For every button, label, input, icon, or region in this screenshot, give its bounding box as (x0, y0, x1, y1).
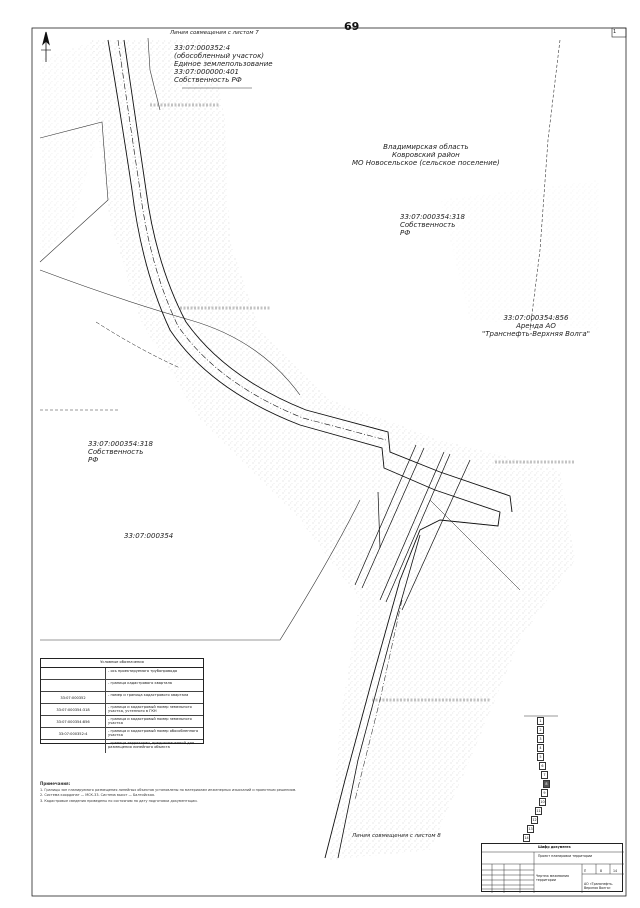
corner-box (611, 27, 627, 38)
legend-row: - ось проектируемого трубопровода (41, 668, 203, 680)
stamp-sheet: 8 (600, 869, 603, 873)
stamp-sheets: 14 (613, 869, 618, 873)
key-map-cell: 11 (535, 807, 542, 815)
key-map-cell: 3 (537, 735, 544, 743)
parcel-label-354-856: 33:07:000354:856 Аренда АО "Транснефть-В… (482, 314, 590, 338)
corner-mark: 1 (613, 29, 617, 35)
title-block-grid (482, 851, 624, 893)
stamp-project: Проект планировки территории (538, 854, 593, 858)
north-arrow-icon (41, 31, 51, 62)
key-map-cell: 6 (539, 762, 546, 770)
title-block: Шифр документа Проект планировки террито… (481, 843, 624, 893)
match-line-top: Линия совмещения с листом 7 (170, 30, 259, 36)
crossing-lines (95, 321, 521, 611)
key-map-cell: 7 (541, 771, 548, 779)
legend-row: 33:07:000352- номер и граница кадастрово… (41, 692, 203, 704)
pipeline-corridor (107, 39, 513, 859)
note-paragraph: 3. Кадастровые сведения приведены по сос… (40, 799, 198, 804)
page-number: 69 (344, 20, 360, 33)
legend: Условные обозначения - ось проектируемог… (40, 658, 204, 753)
key-map-cell: 5 (537, 753, 544, 761)
stamp-stage: П (584, 869, 587, 873)
notes-title: Примечания: (40, 781, 71, 786)
region-label: Владимирская область Ковровский район МО… (352, 143, 500, 167)
note-paragraph: 2. Система координат — МСК-33. Система в… (40, 793, 156, 798)
key-map-cell: 14 (523, 834, 530, 842)
sheet-frame (31, 27, 627, 897)
legend-row: - граница кадастрового квартала (41, 680, 203, 692)
legend-row: 33:07:000354:856- граница и кадастровый … (41, 716, 203, 728)
parcel-label-354-318-left: 33:07:000354:318 Собственность РФ (88, 440, 153, 464)
legend-row: 33:07:000352:4- граница и кадастровый но… (41, 728, 203, 740)
note-paragraph: 1. Границы зон планируемого размещения л… (40, 787, 297, 792)
key-map-cell: 8 (543, 780, 550, 788)
key-map-cell: 2 (537, 726, 544, 734)
quarter-label-354: 33:07:000354 (124, 532, 174, 540)
legend-row: 33:07:000354:318- граница и кадастровый … (41, 704, 203, 716)
terrain-stipple (40, 40, 600, 860)
stamp-code: Шифр документа (538, 845, 571, 849)
legend-title: Условные обозначения (41, 659, 203, 668)
stamp-sheet-title: Чертеж межевания территории (536, 874, 569, 882)
legend-row: - граница территории, предназначенной дл… (41, 740, 203, 753)
key-map-cell: 13 (527, 825, 534, 833)
parcel-label-352-4: 33:07:000352:4 (обособленный участок) Ед… (174, 44, 273, 84)
parcel-label-354-318-top: 33:07:000354:318 Собственность РФ (400, 213, 465, 237)
notes: Примечания: 1. Границы зон планируемого … (40, 781, 440, 805)
key-map-cell: 4 (537, 744, 544, 752)
stamp-org: АО «Транснефть-Верхняя Волга» (584, 882, 614, 890)
parcel-boundaries (39, 37, 575, 702)
key-map-cell: 9 (541, 789, 548, 797)
key-map-cell: 12 (531, 816, 538, 824)
key-map-cell: 1 (537, 717, 544, 725)
match-line-bottom: Линия совмещения с листом 8 (352, 833, 441, 839)
key-map-cell: 10 (539, 798, 546, 806)
